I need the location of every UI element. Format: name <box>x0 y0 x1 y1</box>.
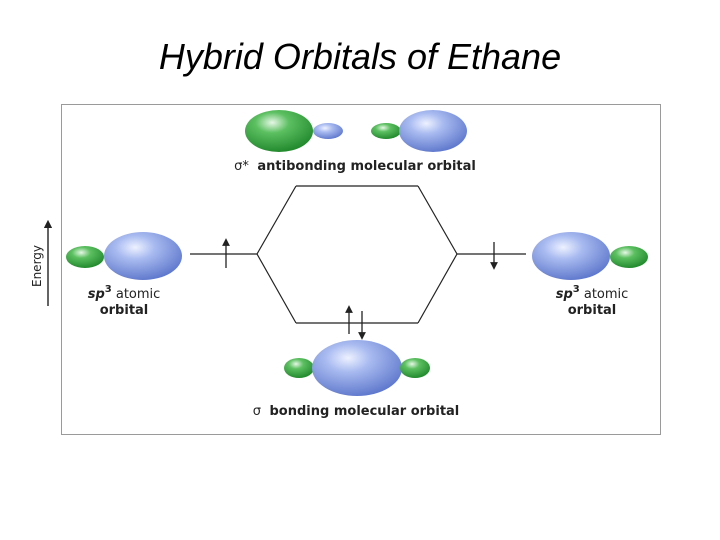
energy-axis-label: Energy <box>30 245 44 287</box>
energy-level-lines <box>190 185 526 324</box>
left-lower-connector <box>256 253 297 324</box>
right-sp3-orbital-shape <box>532 232 648 280</box>
antibonding-green-lobe-large <box>245 110 313 152</box>
bonding-green-lobe-right <box>400 358 430 378</box>
bonding-text: bonding molecular orbital <box>270 404 460 419</box>
antibonding-blue-lobe-small <box>313 123 343 139</box>
right-sp3-sp: sp <box>556 287 573 302</box>
right-upper-connector <box>417 185 458 255</box>
left-sp3-orbital-shape <box>66 232 182 280</box>
bonding-text-value: bonding molecular orbital <box>270 404 460 419</box>
left-sp3-label-line1: sp3 atomic <box>88 284 161 302</box>
antibonding-symbol: σ* <box>234 159 249 174</box>
left-sp3-rest: atomic <box>112 287 161 302</box>
left-sp3-sup: 3 <box>105 284 112 295</box>
antibonding-text: antibonding molecular orbital <box>257 159 475 174</box>
bonding-orbital-shape <box>284 340 430 396</box>
antibonding-blue-lobe-large <box>399 110 467 152</box>
antibonding-text-value: antibonding molecular orbital <box>257 159 475 174</box>
left-sp3-sp: sp <box>88 287 105 302</box>
antibonding-orbital-shape <box>245 110 467 152</box>
right-lower-connector <box>417 253 458 324</box>
left-sp3-blue-lobe <box>104 232 182 280</box>
right-sp3-sup: 3 <box>573 284 580 295</box>
right-sp3-blue-lobe <box>532 232 610 280</box>
left-sp3-label-line2: orbital <box>100 303 149 318</box>
bonding-label: σ bonding molecular orbital <box>253 404 460 419</box>
energy-axis: Energy <box>30 219 53 306</box>
bonding-blue-lobe-center <box>312 340 402 396</box>
slide-title: Hybrid Orbitals of Ethane <box>158 36 562 77</box>
left-sp3-green-lobe <box>66 246 104 268</box>
electron-arrows <box>222 238 498 340</box>
bonding-symbol: σ <box>253 404 261 419</box>
antibonding-label: σ* antibonding molecular orbital <box>234 159 476 174</box>
antibonding-green-lobe-small <box>371 123 401 139</box>
right-sp3-label-line1: sp3 atomic <box>556 284 629 302</box>
left-upper-connector <box>256 185 297 255</box>
right-sp3-label-line2: orbital <box>568 303 617 318</box>
right-sp3-green-lobe <box>610 246 648 268</box>
right-sp3-rest: atomic <box>580 287 629 302</box>
bonding-green-lobe-left <box>284 358 314 378</box>
